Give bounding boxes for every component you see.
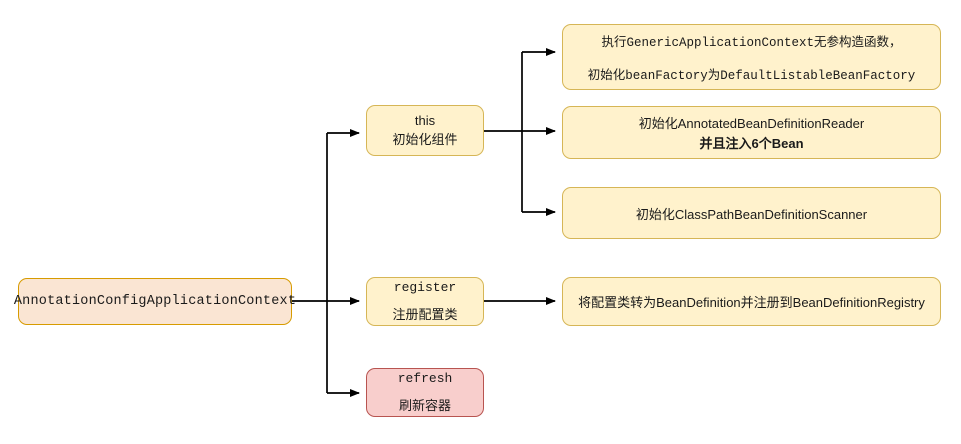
node-this[interactable]: this 初始化组件 — [366, 105, 484, 156]
node-title: refresh — [397, 371, 453, 386]
node-annotation-config-application-context[interactable]: AnnotationConfigApplicationContext — [14, 278, 296, 325]
node-bean-definition-registry[interactable]: 将配置类转为BeanDefinition并注册到BeanDefinitionRe… — [562, 277, 941, 326]
node-label: AnnotationConfigApplicationContext — [13, 294, 297, 309]
node-subtitle: 刷新容器 — [398, 398, 451, 413]
node-annotated-bean-definition-reader[interactable]: 初始化AnnotatedBeanDefinitionReader 并且注入6个B… — [562, 106, 941, 159]
node-class-path-bean-definition-scanner[interactable]: 初始化ClassPathBeanDefinitionScanner — [562, 187, 941, 239]
node-generic-application-context[interactable]: 执行GenericApplicationContext无参构造函数， 初始化be… — [562, 24, 941, 90]
node-line-2: 初始化beanFactory为DefaultListableBeanFactor… — [587, 69, 916, 83]
node-line-1: 初始化ClassPathBeanDefinitionScanner — [635, 206, 868, 222]
node-line-1: 执行GenericApplicationContext无参构造函数， — [601, 36, 902, 50]
node-line-1: 将配置类转为BeanDefinition并注册到BeanDefinitionRe… — [578, 295, 925, 310]
node-title: this — [414, 113, 436, 128]
node-refresh[interactable]: refresh 刷新容器 — [366, 368, 484, 417]
node-subtitle: 注册配置类 — [392, 307, 458, 322]
node-title: register — [393, 280, 457, 295]
node-line-1: 初始化AnnotatedBeanDefinitionReader — [638, 116, 865, 131]
edge-root-trunk — [292, 133, 328, 393]
node-register[interactable]: register 注册配置类 — [366, 277, 484, 326]
edge-this-trunk — [484, 52, 523, 212]
node-subtitle: 初始化组件 — [392, 132, 458, 147]
node-line-2: 并且注入6个Bean — [699, 136, 804, 151]
